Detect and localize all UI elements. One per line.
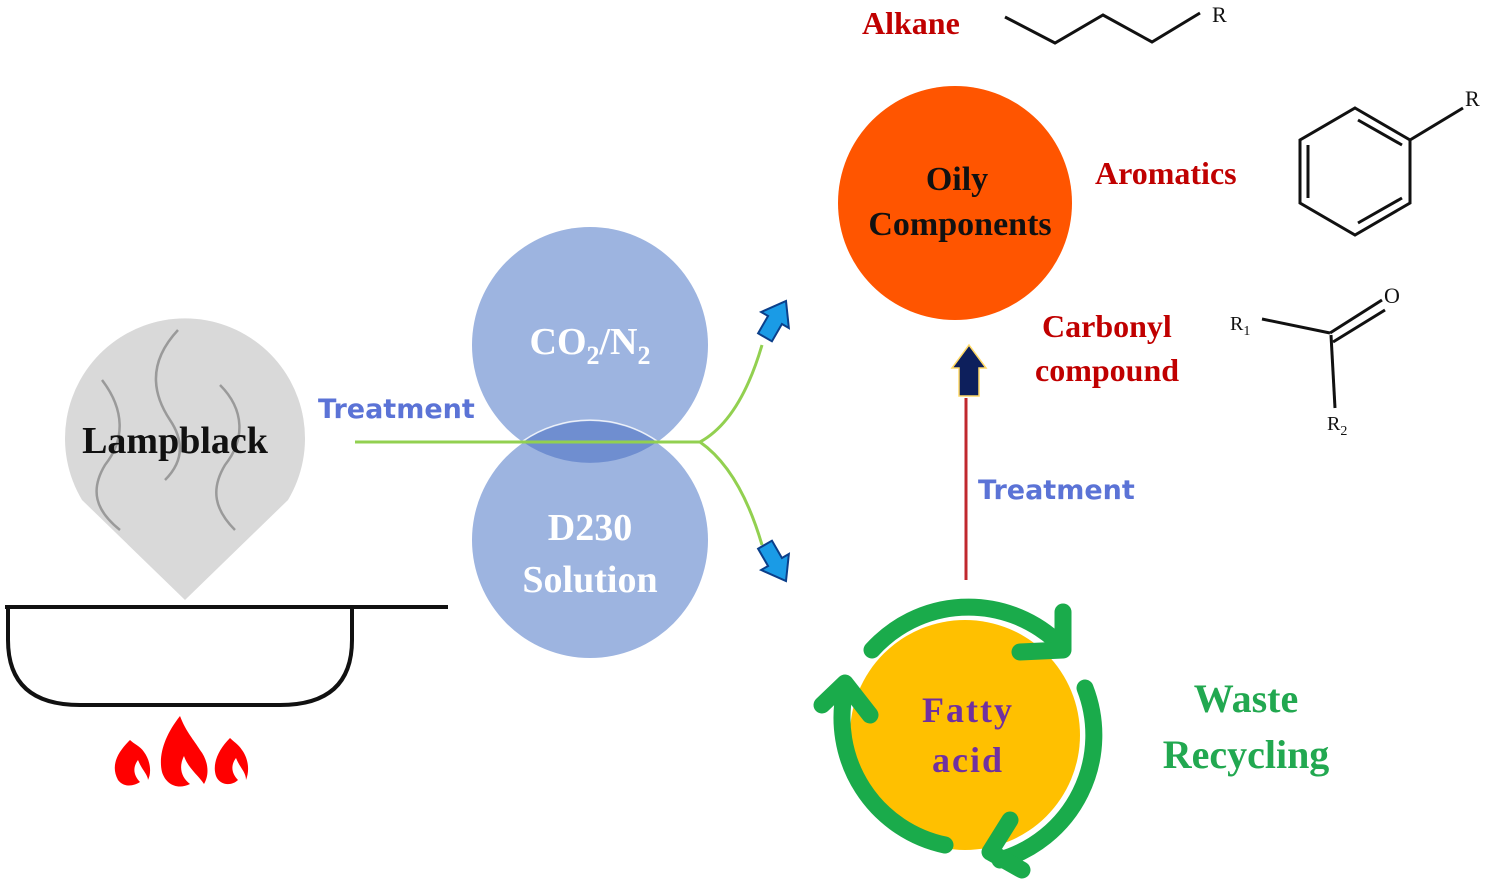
carbonyl-label-line2: compound [1035,352,1179,388]
fatty-acid-line2: acid [932,740,1004,780]
carbonyl-structure [1261,298,1386,409]
aromatics-r-label: R [1465,86,1480,111]
recycle-arrows-icon [813,598,1103,879]
treatment-right-label: Treatment [978,475,1135,506]
lampblack-label: Lampblack [82,420,269,462]
carbonyl-o-label: O [1384,283,1400,308]
blue-arrow-down-icon [756,539,791,583]
frying-pan-icon [5,605,448,707]
gas-circle [472,227,708,463]
oily-components-line2: Components [868,206,1051,243]
solution-circle-line1: D230 [548,507,632,549]
waste-recycling-line2: Recycling [1163,732,1330,777]
alkane-label: Alkane [862,5,960,41]
fatty-acid-line1: Fatty [922,690,1014,730]
treatment-left-label: Treatment [318,394,475,425]
lampblack-drop-shape [65,318,306,600]
blue-arrow-up-icon [756,299,791,343]
carbonyl-r1-label: R1 [1230,313,1250,339]
aromatics-label: Aromatics [1095,155,1237,191]
carbonyl-r2-label: R2 [1327,413,1347,439]
svg-text:R: R [1212,2,1227,27]
alkane-structure: R [1004,2,1227,45]
smoke-wisps-icon [95,329,241,531]
solution-circle [472,422,708,658]
solution-circle-line2: Solution [522,559,657,601]
fatty-acid-circle [850,620,1080,850]
gas-circle-label: CO2/N2 [530,321,651,370]
branch-lines [699,344,764,546]
lampblack-drop: Lampblack [65,318,306,600]
carbonyl-label-line1: Carbonyl [1042,308,1172,344]
fire-icon [114,716,249,787]
oily-components-line1: Oily [926,161,988,198]
aromatics-structure [1298,106,1464,237]
waste-recycling-line1: Waste [1194,676,1298,721]
oily-components-circle [838,86,1072,320]
navy-arrow-up-icon [950,343,988,397]
